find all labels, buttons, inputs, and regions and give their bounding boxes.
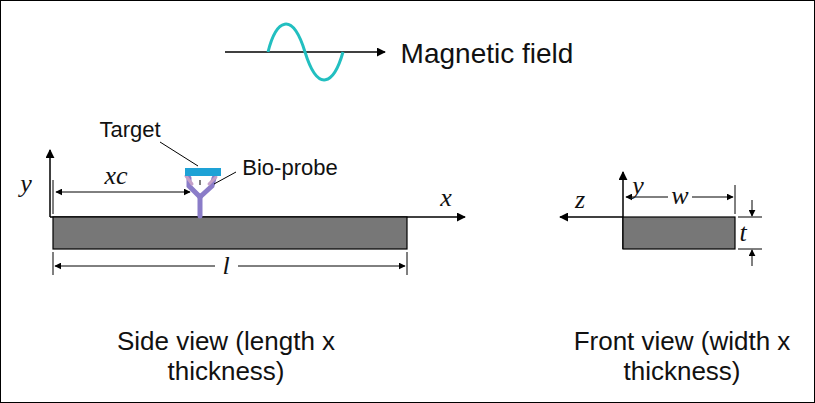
dimension-label: xc	[104, 161, 127, 191]
axis-label: y	[20, 169, 32, 199]
dimension-label: t	[739, 218, 746, 248]
tick	[738, 249, 762, 250]
axis-label: z	[575, 185, 585, 215]
z-axis	[560, 216, 623, 218]
dimension-t	[752, 250, 753, 266]
beam	[53, 217, 407, 249]
y-axis	[49, 150, 51, 217]
part-label: Bio-probe	[242, 155, 337, 180]
leader-line	[160, 142, 198, 166]
bio-probe	[186, 176, 216, 216]
dimension-l	[55, 266, 215, 267]
sine-wave	[268, 24, 343, 80]
tick	[200, 180, 201, 185]
tick	[407, 252, 408, 275]
axis-label: y	[632, 171, 644, 201]
field-label: Magnetic field	[401, 38, 574, 70]
part-label: Target	[99, 117, 160, 142]
axis-label: x	[440, 183, 452, 213]
dimension-t	[752, 200, 753, 216]
target	[185, 168, 221, 176]
leader-line	[214, 172, 236, 184]
view-caption: Side view (length x thickness)	[91, 327, 361, 387]
dimension-label: l	[222, 251, 229, 281]
tick	[735, 185, 736, 214]
tick	[53, 252, 54, 275]
dimension-l	[238, 266, 405, 267]
dimension-label: w	[671, 181, 688, 211]
beam-section	[623, 217, 735, 249]
dimension-w	[692, 197, 733, 198]
dimension-xc	[56, 192, 190, 193]
tick	[738, 217, 762, 218]
tick	[53, 180, 54, 214]
view-caption: Front view (width x thickness)	[552, 327, 812, 387]
